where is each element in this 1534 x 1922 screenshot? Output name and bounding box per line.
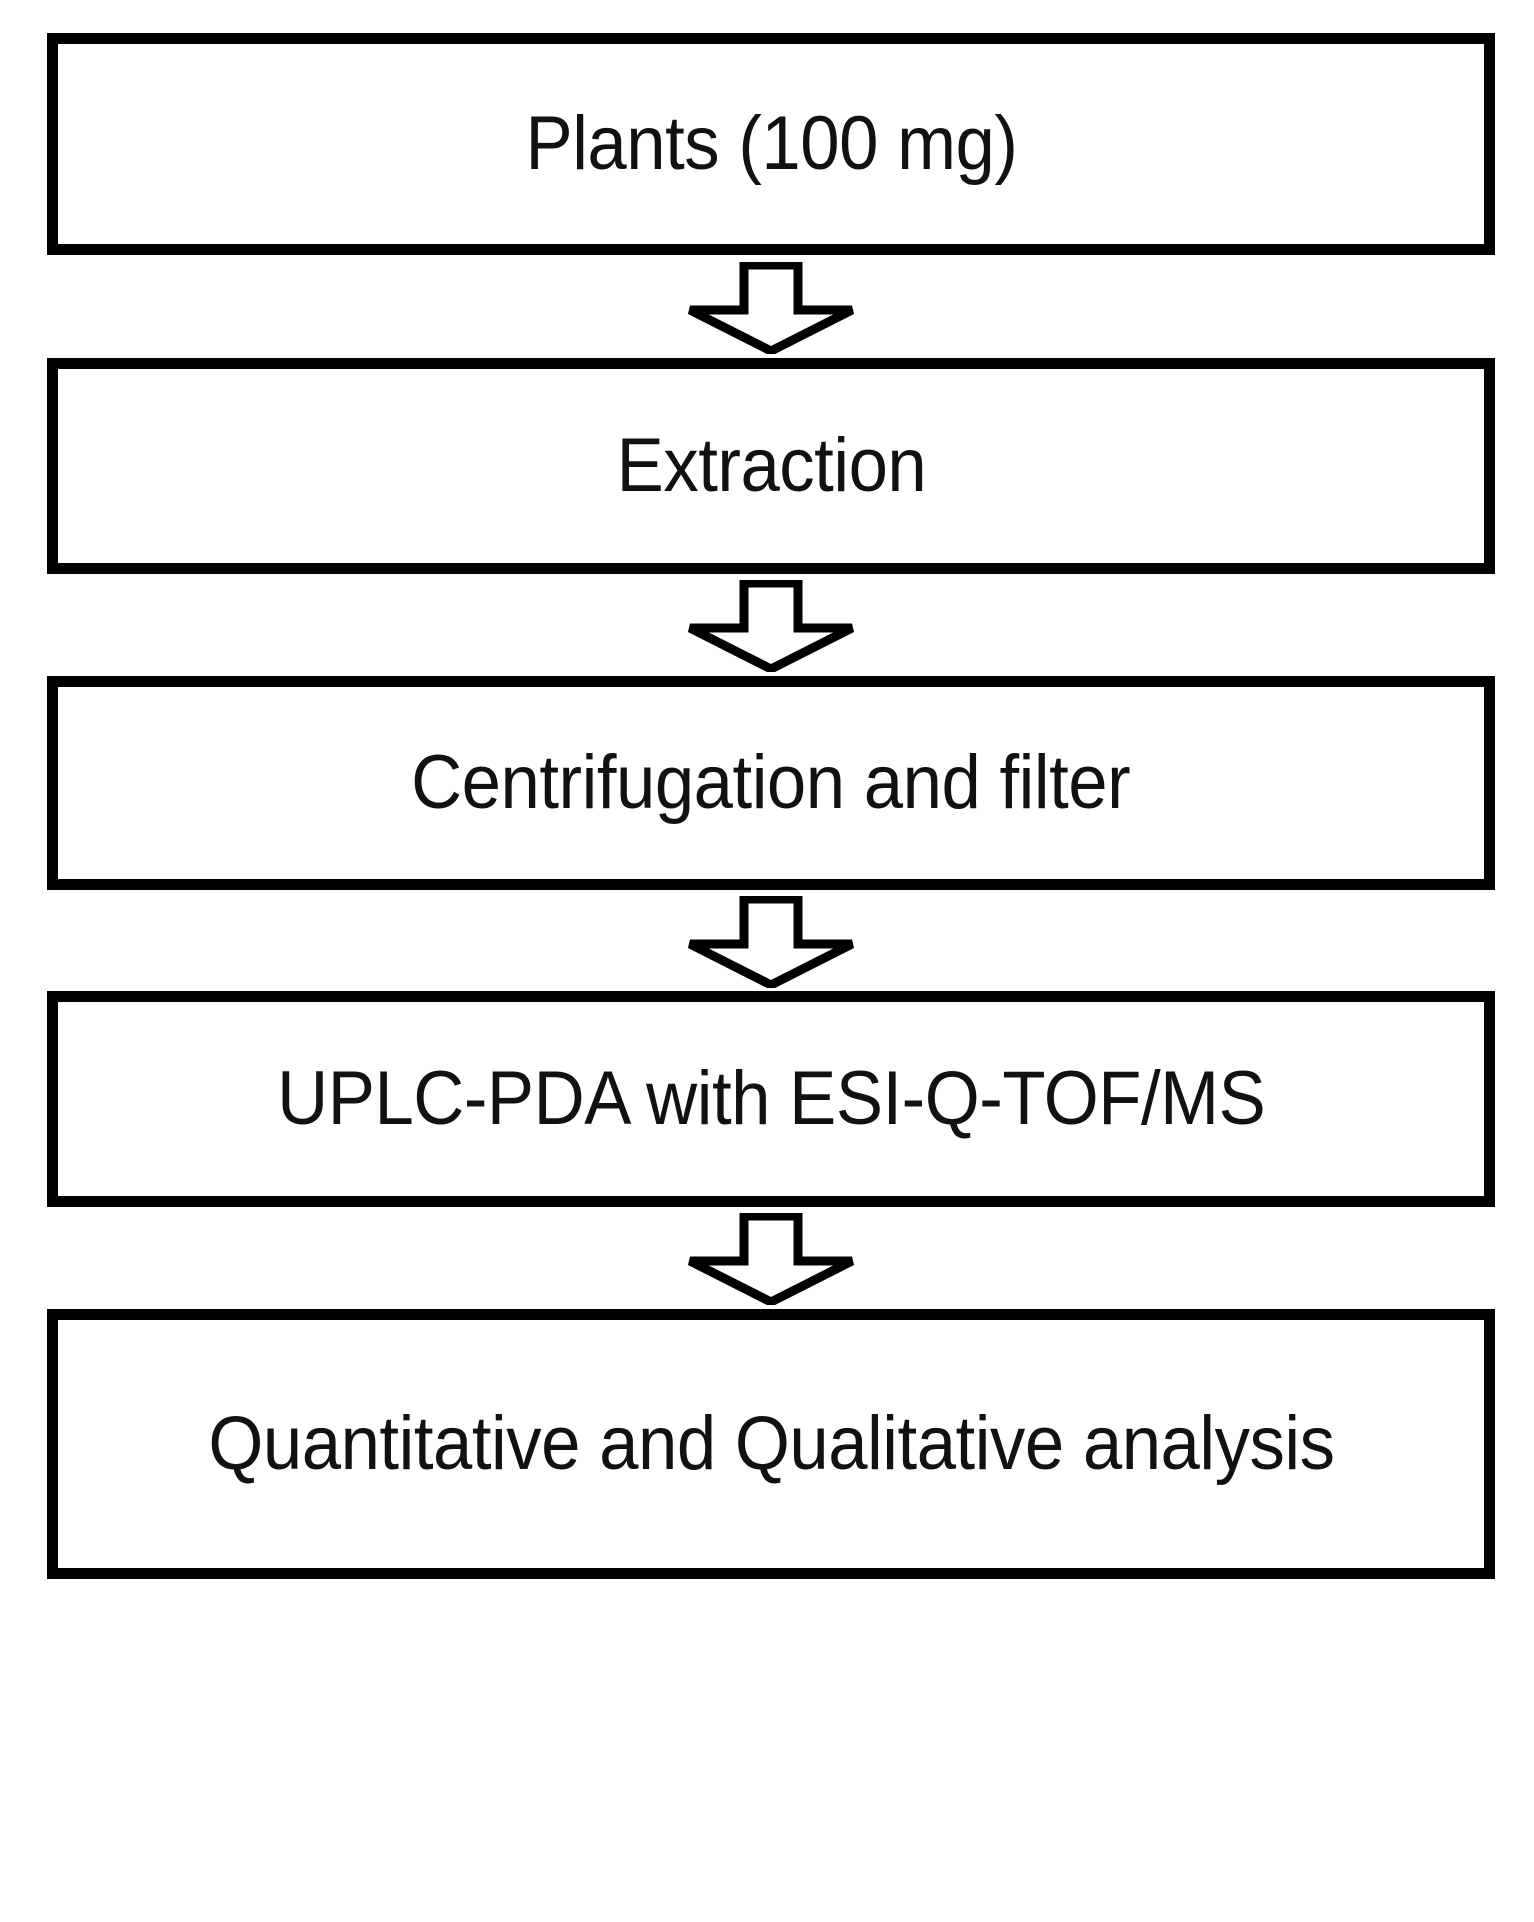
flowchart-node-extraction: Extraction (47, 358, 1495, 574)
flowchart-node-analysis: Quantitative and Qualitative analysis (47, 1309, 1495, 1579)
down-arrow-icon (681, 896, 861, 988)
flowchart-node-plants: Plants (100 mg) (47, 33, 1495, 255)
flowchart-node-label: Centrifugation and filter (411, 740, 1131, 826)
down-arrow-icon (681, 262, 861, 354)
flowchart-node-uplc-pda: UPLC-PDA with ESI-Q-TOF/MS (47, 991, 1495, 1207)
down-arrow-icon (681, 1213, 861, 1305)
flowchart-node-label: Quantitative and Qualitative analysis (207, 1401, 1335, 1487)
flowchart-node-centrifugation: Centrifugation and filter (47, 676, 1495, 890)
flowchart-node-label: Plants (100 mg) (525, 101, 1017, 187)
flowchart-node-label: Extraction (616, 423, 926, 509)
down-arrow-icon (681, 580, 861, 672)
flowchart-node-label: UPLC-PDA with ESI-Q-TOF/MS (276, 1056, 1266, 1142)
